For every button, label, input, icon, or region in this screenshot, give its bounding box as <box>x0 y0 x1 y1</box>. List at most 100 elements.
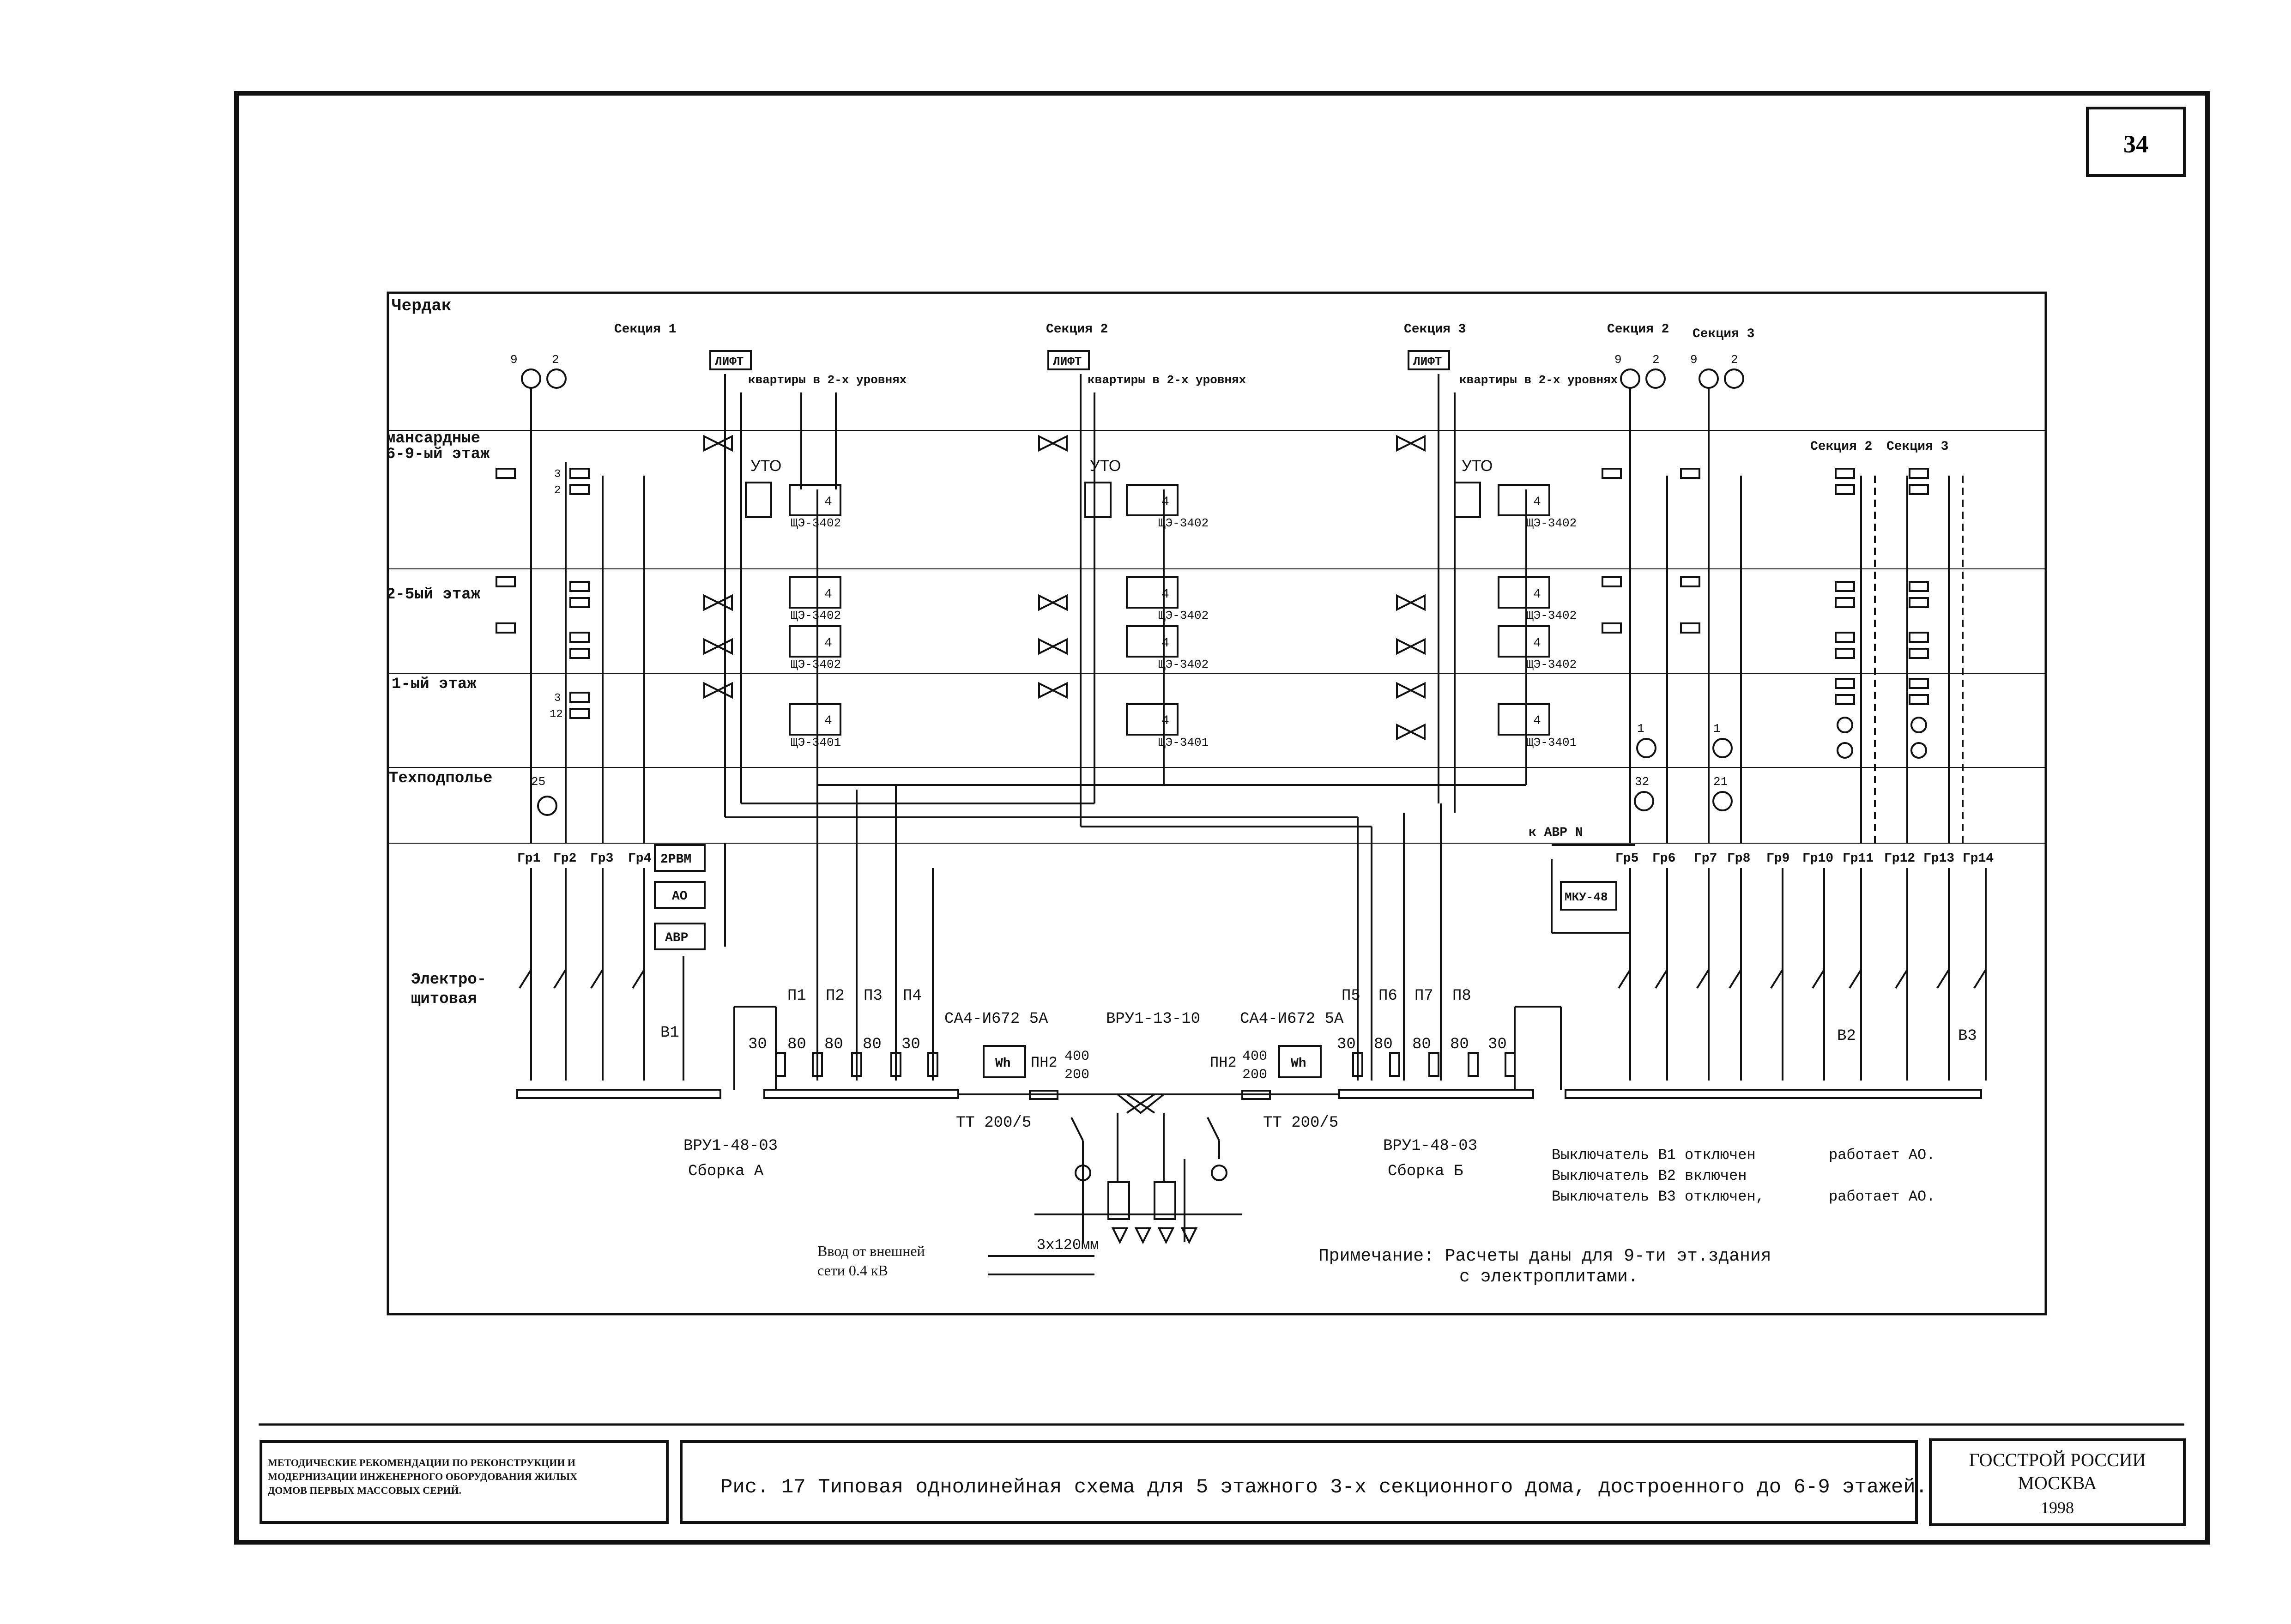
socket-number: 3 <box>554 468 561 481</box>
bus-fuses <box>775 1052 1516 1077</box>
panel-load: 4 <box>1533 587 1541 602</box>
ao-label: АО <box>672 889 688 904</box>
lamp-number: 9 <box>1614 353 1622 367</box>
lamp-number: 9 <box>510 353 518 367</box>
attic-lamps <box>521 368 1744 389</box>
bus-assembly-a <box>516 1089 721 1099</box>
rvm-label: 2РВМ <box>660 852 691 867</box>
section-label: Секция 2 <box>1046 322 1108 337</box>
status-line: Выключатель В3 отключен, <box>1552 1188 1765 1205</box>
uto-label: УТО <box>1090 457 1121 475</box>
rating: 80 <box>863 1036 882 1053</box>
org-city: МОСКВА <box>2018 1473 2097 1493</box>
lift-box <box>1408 350 1450 370</box>
note: Примечание: Расчеты даны для 9-ти эт.зда… <box>1318 1246 1771 1266</box>
lamp-number: 25 <box>531 775 545 789</box>
feeder-label: П7 <box>1414 987 1433 1005</box>
apartment-panels <box>745 482 1550 736</box>
floor-label-mansard: мансардные <box>386 430 480 447</box>
switchroom-label: Электро- <box>411 971 486 989</box>
group-label: Гр7 <box>1694 851 1717 866</box>
org-year: 1998 <box>2041 1498 2074 1517</box>
fuse-pn2-right <box>1241 1090 1271 1100</box>
apartments-label: квартиры в 2-х уровнях <box>748 373 907 387</box>
panel-load: 4 <box>824 714 832 728</box>
panel-load: 4 <box>1533 714 1541 728</box>
rating: 80 <box>824 1036 843 1053</box>
ct-right: ТТ 200/5 <box>1263 1114 1338 1132</box>
rating: 80 <box>787 1036 806 1053</box>
assembly-a: Сборка А <box>688 1163 764 1180</box>
socket-symbols <box>496 468 1929 759</box>
transfer-switch <box>1117 1093 1165 1114</box>
meter-wh: Wh <box>1291 1057 1306 1071</box>
rating: 80 <box>1412 1036 1431 1053</box>
schematic <box>387 291 2047 1316</box>
section-label: Секция 2 <box>1810 440 1872 454</box>
panel-label: ЩЭ-3402 <box>791 658 841 671</box>
input-switch-left <box>1107 1181 1130 1220</box>
feeder-label: П2 <box>826 987 845 1005</box>
fraction-bottom: 200 <box>1064 1067 1089 1083</box>
floor-label-1: 1-ый этаж <box>392 676 477 693</box>
mku-box <box>1560 881 1617 911</box>
title-block <box>259 1423 2186 1526</box>
title-caption-box <box>680 1440 1918 1524</box>
cable-label: 3х120мм <box>1037 1237 1099 1254</box>
breaker-b3: В3 <box>1958 1027 1977 1045</box>
techfloor-lamps <box>537 738 1733 816</box>
group-label: Гр12 <box>1884 851 1915 866</box>
lamp-indicator <box>1075 1165 1091 1181</box>
panel-label: ЩЭ-3402 <box>1526 516 1577 530</box>
figure-caption: Рис. 17 Типовая однолинейная схема для 5… <box>720 1476 1928 1499</box>
panel-label: ЩЭ-3401 <box>791 736 841 749</box>
pn2-left: ПН2 <box>1031 1054 1058 1071</box>
title-org-box <box>1929 1438 2186 1526</box>
meter-left <box>983 1045 1026 1078</box>
floor-label-2-5: 2-5ый этаж <box>386 586 481 604</box>
uto-label: УТО <box>750 457 781 475</box>
section-label: Секция 1 <box>614 322 676 337</box>
series-title-line: МЕТОДИЧЕСКИЕ РЕКОМЕНДАЦИИ ПО РЕКОНСТРУКЦ… <box>268 1457 575 1468</box>
group-label: Гр8 <box>1727 851 1750 866</box>
meter-wh: Wh <box>995 1057 1011 1071</box>
bus-assembly-b <box>1338 1089 1534 1099</box>
fraction-top: 400 <box>1064 1049 1089 1064</box>
panel-label: ЩЭ-3401 <box>1526 736 1577 749</box>
floor-label-mansard-2: 6-9-ый этаж <box>386 446 490 463</box>
lift-label: ЛИФТ <box>1413 355 1442 368</box>
status-line: работает АО. <box>1829 1147 1935 1164</box>
section-label: Секция 3 <box>1886 440 1948 454</box>
panel-load: 4 <box>1161 495 1169 509</box>
schematic-frame <box>387 291 2047 1316</box>
rating: 30 <box>748 1036 767 1053</box>
lamp-number: 2 <box>1652 353 1660 367</box>
socket-number: 2 <box>554 484 561 497</box>
panel-load: 4 <box>1533 636 1541 651</box>
panel-load: 4 <box>824 636 832 651</box>
feeder-label: П5 <box>1342 987 1360 1005</box>
pn2-right: ПН2 <box>1210 1054 1237 1071</box>
breaker-b1: В1 <box>660 1024 679 1042</box>
fuse-pn2-left <box>1029 1090 1058 1100</box>
group-label: Гр1 <box>517 851 540 866</box>
feeder-label: П4 <box>903 987 922 1005</box>
page-number-box <box>2086 107 2186 177</box>
lamp-number: 1 <box>1637 722 1644 736</box>
panel-label: ЩЭ-3402 <box>791 609 841 622</box>
rating: 30 <box>901 1036 920 1053</box>
fraction-top: 400 <box>1242 1049 1267 1064</box>
mku-label: МКУ-48 <box>1565 890 1608 904</box>
lift-box <box>709 350 752 370</box>
section-label: Секция 3 <box>1404 322 1466 337</box>
lift-label: ЛИФТ <box>715 355 744 368</box>
panel-load: 4 <box>824 495 832 509</box>
rating: 80 <box>1374 1036 1393 1053</box>
ao-box <box>654 881 706 909</box>
lift-box <box>1047 350 1090 370</box>
page-number: 34 <box>2123 130 2148 158</box>
group-label: Гр14 <box>1963 851 1994 866</box>
series-title-line: МОДЕРНИЗАЦИИ ИНЖЕНЕРНОГО ОБОРУДОВАНИЯ ЖИ… <box>268 1471 577 1482</box>
meter-type-right: СА4-И672 5А <box>1240 1010 1344 1028</box>
